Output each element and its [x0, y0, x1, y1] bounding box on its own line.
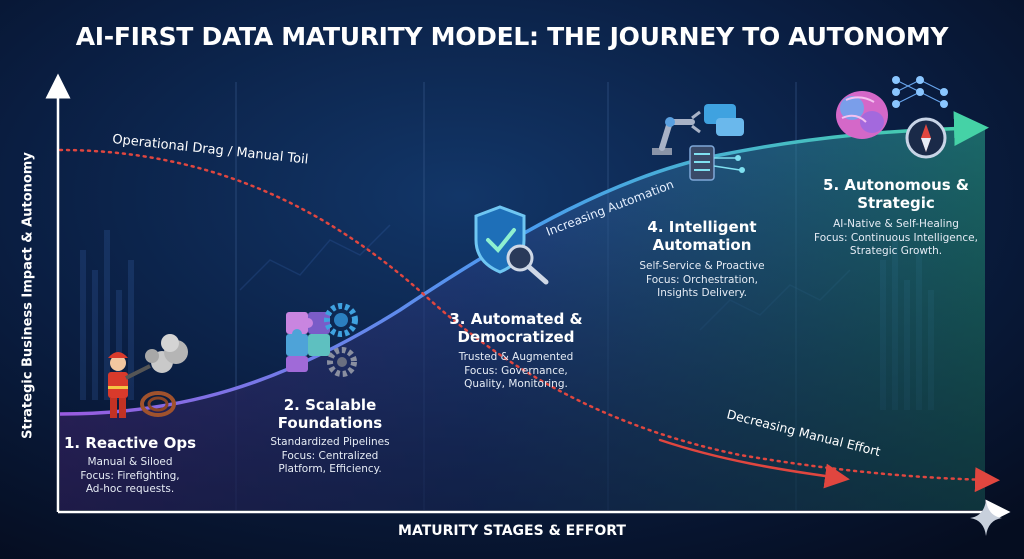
stage-4-focus-line1: Focus: Orchestration, [646, 273, 758, 286]
stage-3-description: Trusted & Augmented Focus: Governance, Q… [424, 351, 608, 392]
x-axis-label: MATURITY STAGES & EFFORT [398, 523, 626, 539]
firefighter-icon [108, 334, 188, 418]
stage-5-title-line1: Autonomous & [844, 176, 969, 194]
brain-compass-icon [836, 76, 948, 159]
stage-5-focus-line2: Strategic Growth. [849, 245, 943, 257]
puzzle-gears-icon [286, 303, 358, 377]
stage-2-focus-line1: Focus: Centralized [281, 449, 379, 462]
stage-5-focus-line1: Focus: Continuous Intelligence, [814, 231, 978, 244]
stage-2-title-line1: Scalable [305, 396, 377, 414]
stage-1-subtitle: Manual & Siloed [87, 456, 173, 468]
stage-2-subtitle: Standardized Pipelines [270, 436, 390, 448]
stage-3-number: 3. [449, 310, 466, 328]
stage-5-description: AI-Native & Self-Healing Focus: Continuo… [796, 218, 996, 259]
robot-arm-icon [652, 104, 745, 181]
stage-4-title-line2: Automation [652, 236, 752, 254]
stage-2-focus-line2: Platform, Efficiency. [278, 463, 382, 475]
stage-2-title-line2: Foundations [277, 414, 383, 432]
stage-4-focus-line2: Insights Delivery. [657, 287, 747, 299]
stage-5-subtitle: AI-Native & Self-Healing [833, 218, 959, 230]
stage-3-title-line2: Democratized [457, 328, 575, 346]
stage-2-number: 2. [283, 396, 300, 414]
stage-3-subtitle: Trusted & Augmented [458, 351, 574, 363]
stage-4-subtitle: Self-Service & Proactive [639, 260, 765, 272]
stage-2-title: 2. Scalable Foundations [236, 396, 424, 432]
stage-1-title: 1. Reactive Ops [40, 434, 220, 452]
stage-4-description: Self-Service & Proactive Focus: Orchestr… [608, 260, 796, 301]
stage-3-focus-line2: Quality, Monitoring. [464, 378, 568, 390]
stage-1-title-line1: Reactive Ops [85, 434, 196, 452]
growth-area-fade [60, 128, 985, 510]
stage-5-number: 5. [823, 176, 840, 194]
shield-magnifier-icon [474, 205, 549, 285]
increasing-automation-curve [59, 111, 989, 416]
stage-1-number: 1. [63, 434, 81, 452]
decreasing-effort-arrow [658, 438, 850, 489]
stage-1-focus-line1: Focus: Firefighting, [80, 469, 180, 482]
y-axis-label: Strategic Business Impact & Autonomy [20, 152, 36, 439]
page-title: AI-FIRST DATA MATURITY MODEL: THE JOURNE… [75, 22, 949, 51]
stage-4-title: 4. Intelligent Automation [608, 218, 796, 254]
stage-5-title: 5. Autonomous & Strategic [796, 176, 996, 212]
stage-1-description: Manual & Siloed Focus: Firefighting, Ad-… [40, 456, 220, 497]
stage-5-title-line2: Strategic [857, 194, 935, 212]
stage-3-focus-line1: Focus: Governance, [464, 364, 568, 377]
stage-4-number: 4. [647, 218, 664, 236]
stage-4-title-line1: Intelligent [668, 218, 757, 236]
stage-3-title: 3. Automated & Democratized [424, 310, 608, 346]
stage-1-focus-line2: Ad-hoc requests. [85, 483, 175, 495]
stage-3-title-line1: Automated & [470, 310, 583, 328]
stage-2-description: Standardized Pipelines Focus: Centralize… [236, 436, 424, 477]
sparkle-icon [970, 500, 1002, 536]
